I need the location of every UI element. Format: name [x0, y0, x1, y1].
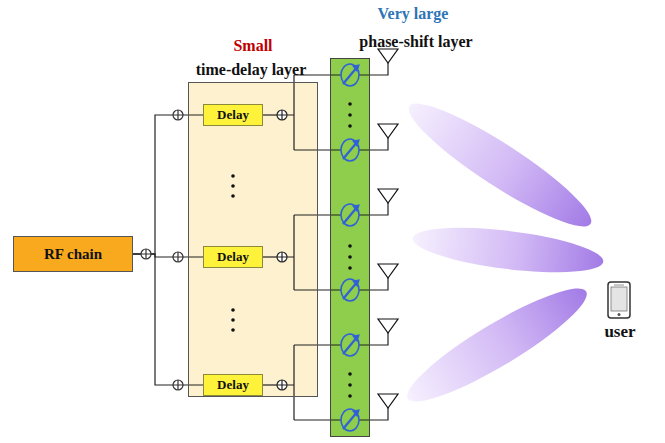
phase-shifter-arrow	[353, 140, 359, 146]
user-label: user	[604, 322, 635, 342]
antenna-symbol	[378, 189, 398, 203]
ellipsis-dot	[348, 102, 352, 106]
phase-shifter-arrow	[353, 410, 359, 416]
time-delay-ground	[188, 82, 318, 397]
phase-shifter-symbol	[341, 409, 359, 431]
feed-wire	[287, 215, 294, 290]
phase-shifter-arrow	[353, 205, 359, 211]
box-label: Delay	[217, 377, 249, 393]
ellipsis-dot	[348, 255, 352, 259]
antenna-symbol	[378, 319, 398, 333]
delay-box: Delay	[203, 374, 263, 396]
antenna-symbol	[378, 394, 398, 408]
ellipsis-dot	[348, 372, 352, 376]
phase-shifter-arrow	[343, 411, 358, 429]
antenna-symbol	[378, 124, 398, 138]
splitter-symbol	[277, 110, 287, 120]
phase-shifter-arrow	[343, 141, 358, 159]
splitter-symbol	[277, 380, 287, 390]
antenna-wire	[359, 278, 388, 290]
layer-panel: Smalltime-delay layerDelayDelayDelay	[188, 82, 318, 397]
delay-output-wire	[263, 256, 277, 257]
phase-shifter-arrow	[353, 280, 359, 286]
beam	[397, 273, 597, 416]
ellipsis-dot	[348, 266, 352, 270]
phase-shifter-arrow	[353, 335, 359, 341]
antenna-symbol	[378, 49, 398, 63]
phase-shift-ground	[330, 58, 370, 437]
phase-shifter-arrow	[343, 281, 358, 299]
ellipsis-dot	[348, 383, 352, 387]
layer-name-heading: phase-shift layer	[359, 32, 472, 52]
ellipsis-dot	[231, 194, 235, 198]
feed-wire	[287, 75, 294, 150]
beam	[398, 89, 602, 242]
ellipsis-dot	[348, 394, 352, 398]
feed-wire	[294, 419, 341, 420]
feed-wire	[287, 345, 294, 420]
layer-panel: Very largephase-shift layer	[330, 58, 370, 437]
box-label: Delay	[217, 107, 249, 123]
phase-shifter-arrow	[343, 66, 358, 84]
ellipsis-dot	[348, 124, 352, 128]
splitter-symbol	[277, 252, 287, 262]
ellipsis-dot	[231, 308, 235, 312]
phase-shifter-symbol	[341, 279, 359, 301]
phase-shifter-arrow	[353, 65, 359, 71]
delay-output-wire	[263, 384, 277, 385]
splitter-symbol	[277, 252, 287, 262]
ellipsis-dot	[348, 113, 352, 117]
ellipsis-dot	[231, 328, 235, 332]
ellipsis-dot	[231, 184, 235, 188]
signal-wire	[133, 254, 203, 385]
ellipsis-dot	[231, 318, 235, 322]
antenna-wire	[359, 333, 388, 345]
combiners	[141, 110, 183, 390]
phase-shifter-arrow	[343, 206, 358, 224]
antenna-wire	[359, 408, 388, 420]
antenna-wire	[359, 138, 388, 150]
box-label: RF chain	[44, 246, 102, 263]
signal-wire	[133, 115, 203, 254]
phase-shifter-symbol	[341, 204, 359, 226]
antenna-wire	[359, 203, 388, 215]
phase-shifter-symbol	[341, 64, 359, 86]
phase-shifter-symbol	[341, 334, 359, 356]
antenna-wire	[359, 63, 388, 75]
user-phone	[608, 282, 630, 318]
delay-box: Delay	[203, 246, 263, 268]
rf-chain-box: RF chain	[13, 236, 133, 272]
beam	[410, 219, 605, 280]
ellipsis-dot	[348, 244, 352, 248]
layer-size-heading: Small	[233, 36, 272, 56]
box-label: Delay	[217, 249, 249, 265]
phase-shifter-arrow	[343, 336, 358, 354]
layer-size-heading: Very large	[378, 4, 449, 24]
layer-name-heading: time-delay layer	[196, 60, 307, 80]
beams	[397, 89, 606, 417]
delay-output-wire	[263, 114, 277, 115]
antenna-symbol	[378, 264, 398, 278]
ellipsis-dot	[231, 174, 235, 178]
delay-box: Delay	[203, 104, 263, 126]
splitter-symbol	[277, 110, 287, 120]
splitter-symbol	[277, 380, 287, 390]
phase-shifter-symbol	[341, 139, 359, 161]
